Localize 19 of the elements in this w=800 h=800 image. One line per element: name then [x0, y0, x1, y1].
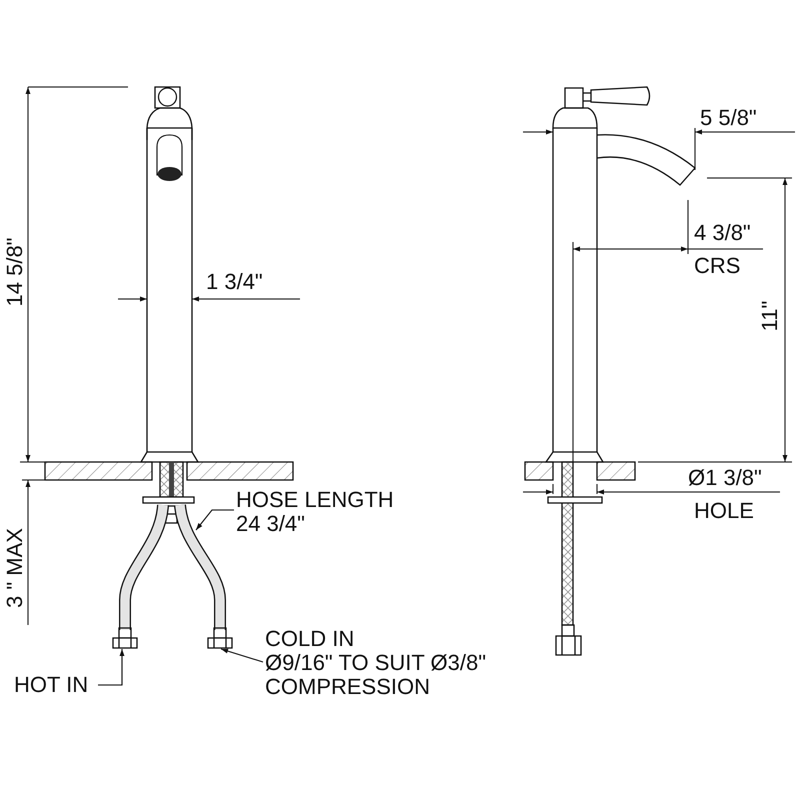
dimension-label: Ø1 3/8" — [688, 466, 762, 490]
dimension-label: 14 5/8" — [3, 238, 27, 306]
hose-connector-drawing — [112, 627, 138, 649]
leader-line — [98, 649, 124, 686]
dimension-label: HOLE — [694, 499, 754, 523]
callout-title: COLD IN — [265, 627, 356, 651]
dimension-label: 3 " MAX — [3, 528, 27, 608]
leader-line — [196, 509, 234, 530]
dimension-label: 5 5/8" — [700, 106, 757, 130]
dimension-label: CRS — [694, 254, 740, 278]
callout-text: Ø9/16" TO SUIT Ø3/8" COMPRESSION — [265, 650, 488, 698]
hose-drawing — [174, 504, 226, 630]
dimension-label: 11" — [758, 300, 782, 332]
dimension-label: 1 3/4" — [206, 270, 263, 294]
callout-label: HOT IN — [14, 673, 104, 697]
callout-label: HOSE LENGTH 24 3/4" — [236, 488, 408, 536]
leader-line — [220, 648, 264, 663]
hose-connector-drawing — [207, 627, 233, 649]
dimension-label: 4 3/8" — [694, 221, 751, 245]
